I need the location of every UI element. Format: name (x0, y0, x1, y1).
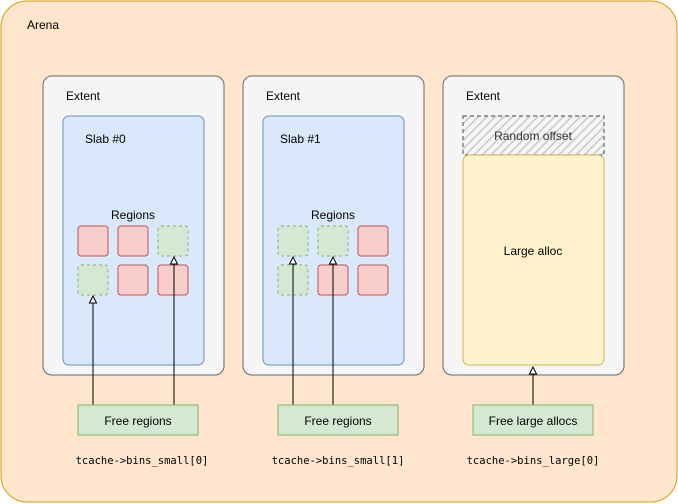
free-regions-box-0: Free regions (77, 404, 199, 436)
arena-label: Arena (27, 18, 59, 32)
used-region (357, 225, 389, 257)
regions-label: Regions (311, 208, 355, 222)
free-region (157, 225, 189, 257)
regions-label: Regions (111, 208, 155, 222)
used-region (157, 264, 189, 296)
arrow-head (169, 255, 179, 265)
extent-label: Extent (66, 89, 101, 103)
arrow-head (88, 294, 98, 304)
free-box-label: Free regions (304, 414, 371, 428)
used-region (117, 264, 149, 296)
arrow-head (528, 365, 538, 375)
free-box-label: Free large allocs (489, 414, 578, 428)
code-label-2: tcache->bins_large[0] (467, 455, 600, 467)
arrows (88, 255, 538, 405)
free-region (277, 225, 309, 257)
used-region (117, 225, 149, 257)
large-alloc-box (462, 154, 605, 366)
free-box-label: Free regions (104, 414, 171, 428)
extent-0: Extent Slab #0 Regions (42, 75, 225, 376)
extent-label: Extent (266, 89, 301, 103)
arrow-head (288, 255, 298, 265)
code-label-1: tcache->bins_small[1] (272, 455, 405, 467)
used-region (77, 225, 109, 257)
extent-2: Extent Random offset Large alloc (442, 75, 625, 376)
random-offset-box (462, 115, 605, 156)
code-label-0: tcache->bins_small[0] (76, 455, 209, 467)
free-region (317, 225, 349, 257)
free-regions-box-1: Free regions (277, 404, 399, 436)
extent-label: Extent (466, 89, 501, 103)
free-large-allocs-box: Free large allocs (472, 404, 594, 436)
slab-label: Slab #1 (280, 132, 321, 146)
arrow-head (328, 255, 338, 265)
random-offset-label: Random offset (494, 129, 572, 143)
large-alloc-label: Large alloc (504, 244, 563, 258)
used-region (357, 264, 389, 296)
extent-1: Extent Slab #1 Regions (242, 75, 425, 376)
free-region (77, 264, 109, 296)
slab-label: Slab #0 (85, 132, 126, 146)
